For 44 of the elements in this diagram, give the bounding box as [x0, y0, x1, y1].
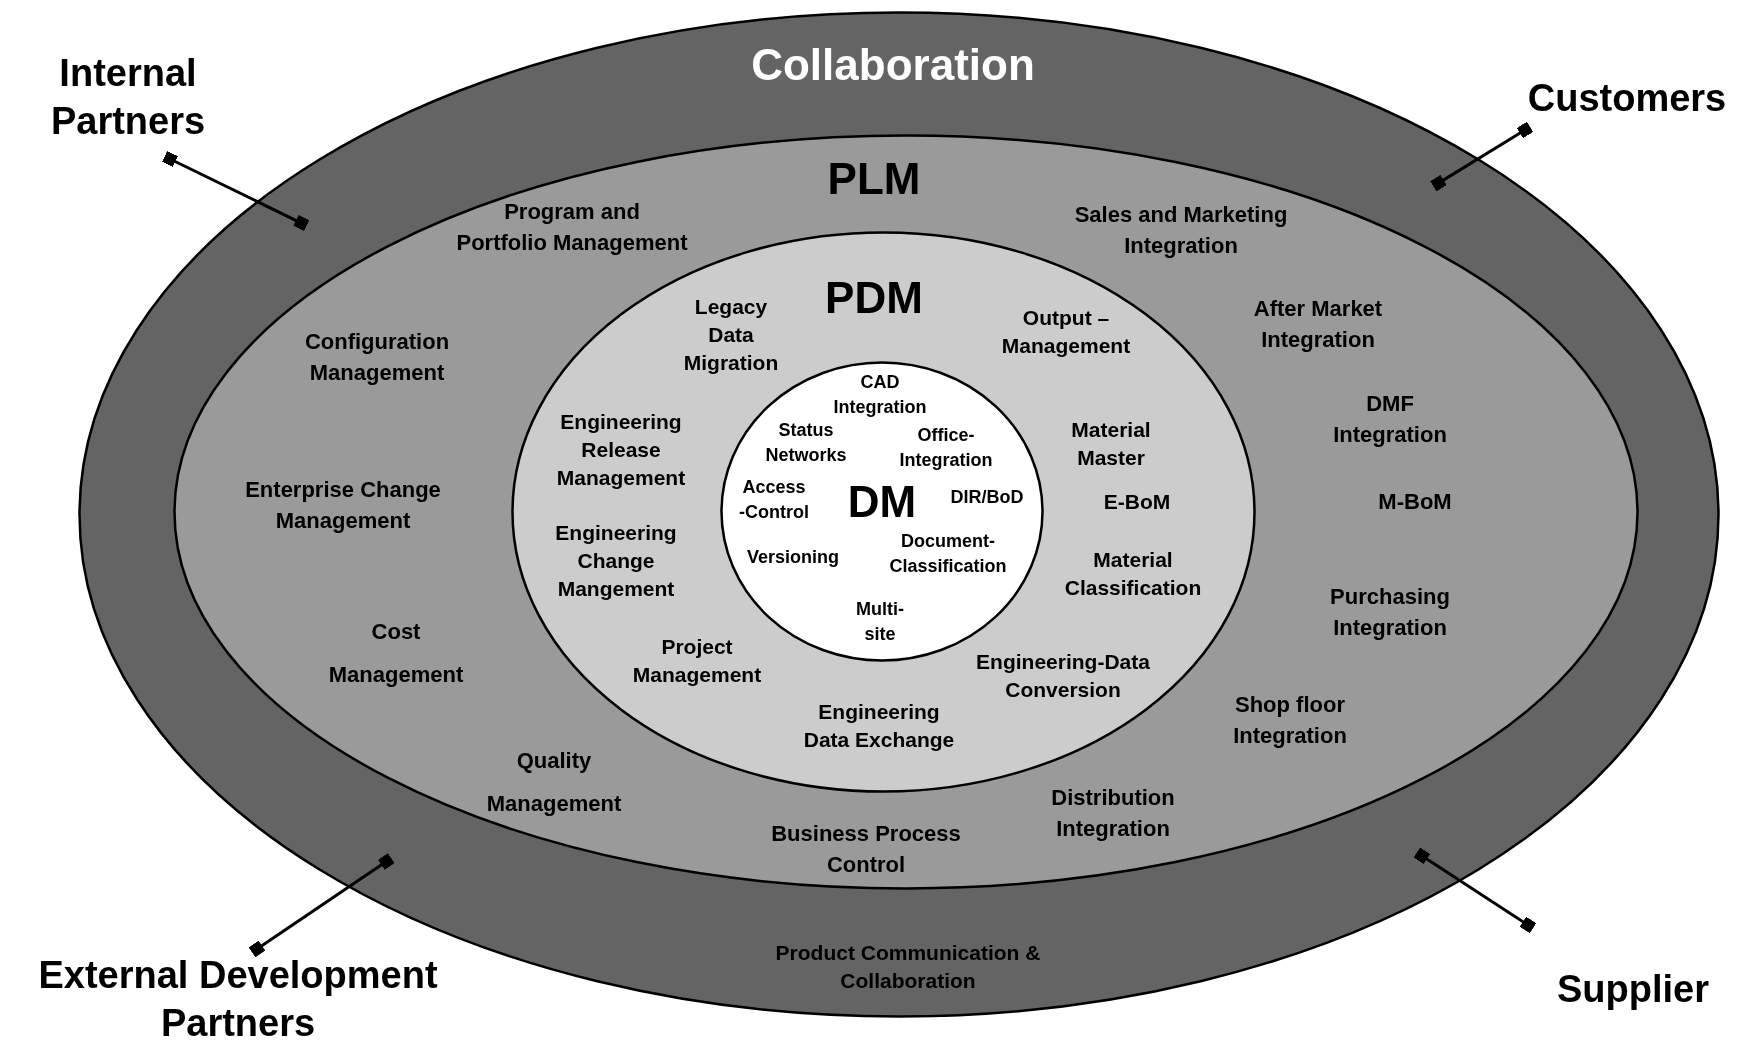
area-label: Status Networks	[765, 419, 847, 467]
area-label: Cost Management	[328, 618, 464, 689]
area-label: Distribution Integration	[1051, 784, 1175, 843]
area-label: Output – Management	[1001, 305, 1131, 359]
area-label: E-BoM	[1103, 489, 1171, 515]
partner-label: Customers	[1527, 74, 1727, 122]
leader-line	[1430, 121, 1534, 192]
partner-label: External Development Partners	[38, 951, 438, 1044]
area-label: DIR/BoD	[950, 485, 1024, 509]
leader-line	[1413, 847, 1537, 934]
partner-label: Supplier	[1557, 965, 1709, 1013]
area-label: M-BoM	[1378, 487, 1452, 516]
area-label: Engineering Release Management	[556, 409, 686, 491]
ring-title: DM	[847, 477, 917, 527]
area-label: Quality Management	[486, 747, 622, 818]
area-label: Material Master	[1071, 417, 1151, 471]
area-label: Multi- site	[856, 598, 904, 646]
ring-title: PLM	[827, 154, 921, 204]
area-label: Engineering Data Exchange	[803, 699, 955, 753]
area-label: Material Classification	[1064, 547, 1202, 601]
partner-label: Internal Partners	[50, 49, 206, 145]
area-label: CAD Integration	[833, 371, 927, 419]
area-label: Engineering Change Mangement	[555, 520, 677, 602]
area-label: Engineering-Data Conversion	[976, 649, 1150, 703]
area-label: Project Management	[632, 634, 762, 688]
area-label: Versioning	[747, 545, 839, 569]
area-label: Shop floor Integration	[1233, 691, 1347, 750]
area-label: Purchasing Integration	[1330, 583, 1450, 642]
area-label: DMF Integration	[1333, 390, 1447, 449]
ring-title: Collaboration	[751, 40, 1035, 90]
area-label: Sales and Marketing Integration	[1074, 201, 1288, 260]
area-label: After Market Integration	[1253, 295, 1383, 354]
leader-line	[248, 853, 395, 958]
area-label: Enterprise Change Management	[245, 476, 441, 535]
area-label: Legacy Data Migration	[683, 294, 779, 376]
area-label: Document- Classification	[889, 530, 1007, 578]
area-label: Access -Control	[739, 476, 809, 524]
area-label: Office- Integration	[899, 424, 993, 472]
leader-line	[162, 151, 310, 232]
area-label: Business Process Control	[771, 820, 961, 879]
area-label: Program and Portfolio Management	[456, 198, 688, 257]
ring-title: PDM	[825, 273, 923, 323]
area-label: Configuration Management	[304, 328, 450, 387]
area-label: Product Communication & Collaboration	[775, 940, 1041, 994]
